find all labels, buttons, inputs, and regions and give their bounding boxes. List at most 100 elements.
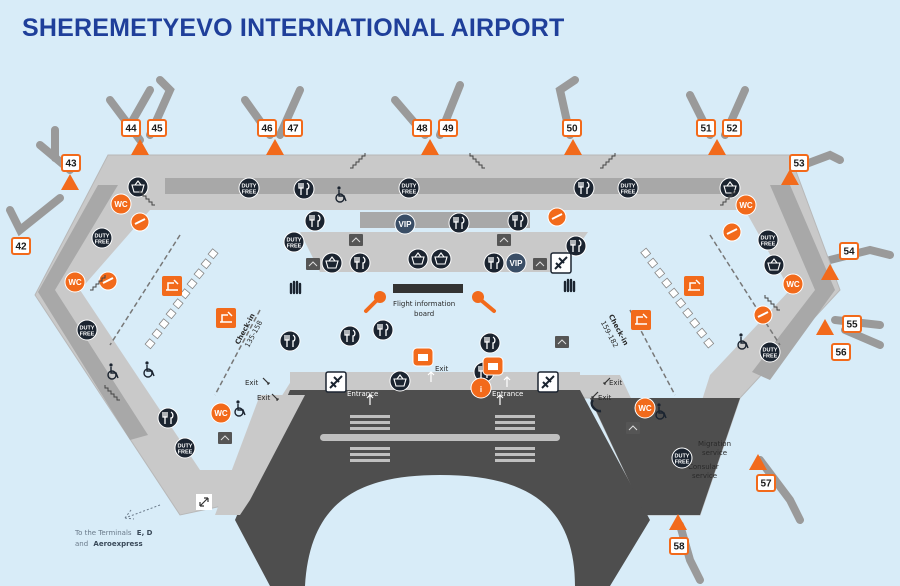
lost-found-hand-icon[interactable] [289,280,302,295]
wheelchair-icon[interactable] [737,333,749,350]
terminals-arrow-icon [124,504,161,520]
restaurant-icon[interactable] [565,235,587,257]
stairs-icon [720,190,736,206]
entrance-label-left: Entrance [347,390,378,398]
wc-icon[interactable]: WC [210,402,232,424]
gate-51[interactable]: 51 [696,119,716,137]
restaurant-icon[interactable] [349,252,371,274]
info-icon[interactable]: i [470,377,492,399]
wheelchair-icon[interactable] [335,186,347,203]
restaurant-icon[interactable] [573,177,595,199]
luggage-icon[interactable] [482,356,504,376]
exit-label-right-2: Exit [609,379,623,387]
restaurant-icon[interactable] [479,332,501,354]
lost-found-hand-icon[interactable] [563,278,576,293]
gate-55[interactable]: 55 [842,315,862,333]
restaurant-icon[interactable] [157,407,179,429]
wc-text: WC [739,201,753,210]
restaurant-icon[interactable] [339,325,361,347]
escalator-icon[interactable] [547,207,567,227]
restaurant-icon[interactable] [304,210,326,232]
gate-58[interactable]: 58 [669,537,689,555]
airplane-icon[interactable] [325,371,347,393]
shop-basket-icon[interactable] [127,176,149,198]
shop-basket-icon[interactable] [389,370,411,392]
airplane-icon[interactable] [550,252,572,274]
wheelchair-icon[interactable] [655,403,667,420]
escalator-icon[interactable] [722,222,742,242]
wheelchair-icon[interactable] [143,361,155,378]
gate-47[interactable]: 47 [283,119,303,137]
lost-baggage-icon[interactable] [218,432,232,444]
gate-number: 49 [442,124,454,135]
shop-basket-icon[interactable] [719,177,741,199]
wc-text: WC [214,409,228,418]
restaurant-icon[interactable] [279,330,301,352]
self-checkin-icon-right[interactable] [684,276,704,296]
baggage-checkin-icon-left[interactable] [216,308,236,328]
wheelchair-icon[interactable] [234,400,246,417]
gate-50[interactable]: 50 [562,119,582,137]
gate-46[interactable]: 46 [257,119,277,137]
restaurant-icon[interactable] [507,210,529,232]
gate-57[interactable]: 57 [756,474,776,492]
wc-icon[interactable]: WC [634,397,656,419]
wc-icon[interactable]: WC [64,271,86,293]
currency-exchange-icon[interactable] [555,336,569,348]
shop-basket-icon[interactable] [430,248,452,270]
gate-44[interactable]: 44 [121,119,141,137]
vip-lounge-icon[interactable]: VIP [394,213,416,235]
gate-54[interactable]: 54 [839,242,859,260]
gate-49[interactable]: 49 [438,119,458,137]
gate-43[interactable]: 43 [61,154,81,172]
airplane-icon[interactable] [537,371,559,393]
restaurant-icon[interactable] [372,319,394,341]
elevator-icon[interactable] [349,234,363,246]
duty-free-text: FREE [80,332,95,338]
vip-lounge-icon[interactable]: VIP [505,252,527,274]
baggage-checkin-icon-right[interactable] [631,310,651,330]
phone-icon[interactable] [590,399,602,413]
escalator-icon[interactable] [753,305,773,325]
elevator-icon[interactable] [497,234,511,246]
gate-45[interactable]: 45 [147,119,167,137]
terminals-line-1: To the Terminals E, D [74,529,153,537]
self-checkin-icon-left[interactable] [162,276,182,296]
wc-icon[interactable]: WC [110,193,132,215]
restaurant-icon[interactable] [448,212,470,234]
luggage-icon[interactable] [412,347,434,367]
shop-basket-icon[interactable] [407,248,429,270]
wc-icon[interactable]: WC [735,194,757,216]
terminals-line-2: and Aeroexpress [75,540,143,548]
gate-52[interactable]: 52 [722,119,742,137]
exit-label-left-1: Exit [245,379,259,387]
shop-basket-icon[interactable] [321,252,343,274]
shop-basket-icon[interactable] [763,254,785,276]
gate-number: 51 [700,124,712,135]
atm-icon[interactable] [533,258,547,270]
gate-48[interactable]: 48 [412,119,432,137]
duty-free-text: FREE [242,190,257,196]
gate-53[interactable]: 53 [789,154,809,172]
baggage-tag-icon[interactable] [626,422,640,434]
wc-icon[interactable]: WC [782,273,804,295]
atm-icon[interactable] [306,258,320,270]
exit-label-left-2: Exit [257,394,271,402]
restaurant-icon[interactable] [483,252,505,274]
gate-56[interactable]: 56 [831,343,851,361]
escalator-icon[interactable] [130,212,150,232]
gate-42[interactable]: 42 [11,237,31,255]
wheelchair-icon[interactable] [107,363,119,380]
restaurant-icon[interactable] [293,178,315,200]
